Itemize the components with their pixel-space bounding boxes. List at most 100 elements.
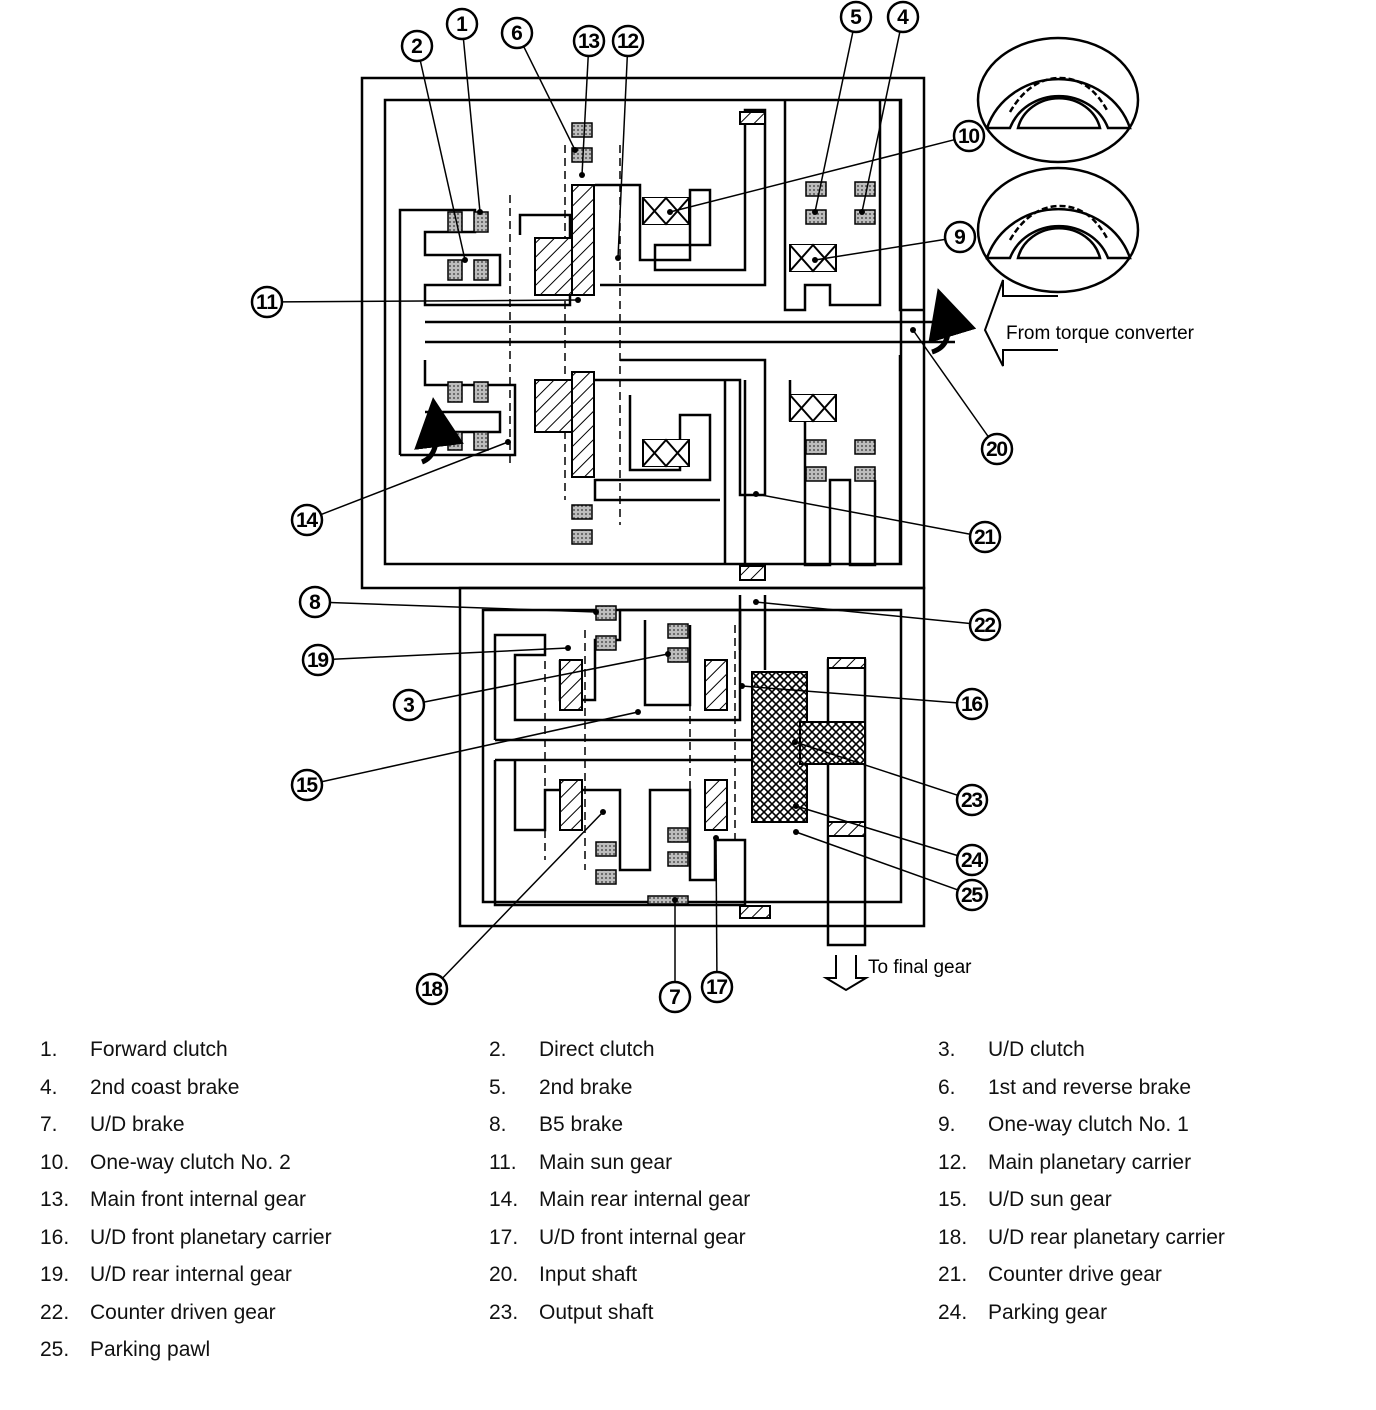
legend-number: 25. xyxy=(40,1338,70,1361)
main-rear-internal-gear xyxy=(571,371,595,478)
callout-circle-4 xyxy=(886,0,920,34)
callout-number-22: 22 xyxy=(974,614,996,637)
callout-circle-16 xyxy=(955,687,989,721)
pack-1-bottom xyxy=(473,431,489,451)
callout-4: 4 xyxy=(886,0,920,34)
callout-3: 3 xyxy=(392,688,426,722)
counter-drive-gear-upper xyxy=(739,111,766,125)
leader-line-15 xyxy=(321,711,639,783)
main-sun-lower xyxy=(534,379,573,433)
pack-3b xyxy=(667,623,689,639)
legend-number: 2. xyxy=(489,1038,507,1061)
legend-label: One-way clutch No. 2 xyxy=(90,1150,291,1174)
leader-dot-21 xyxy=(753,491,759,497)
leader-dot-8 xyxy=(593,609,599,615)
leader-line-24 xyxy=(795,805,958,857)
one-way-clutch-10-upper xyxy=(642,196,690,226)
callout-number-5: 5 xyxy=(850,6,862,29)
callout-number-13: 13 xyxy=(578,30,600,53)
pack-2-bottom xyxy=(447,431,463,451)
leader-dot-25 xyxy=(793,829,799,835)
legend-number: 15. xyxy=(938,1188,968,1211)
pack-4-upper xyxy=(854,181,876,197)
callout-circle-24 xyxy=(955,843,989,877)
leader-dot-12 xyxy=(615,255,621,261)
callout-number-10: 10 xyxy=(958,125,980,148)
callout-circle-23 xyxy=(955,783,989,817)
callout-number-21: 21 xyxy=(974,526,996,549)
legend-label: Output shaft xyxy=(539,1300,654,1324)
callout-16: 16 xyxy=(955,687,989,721)
leader-line-20 xyxy=(912,329,989,438)
callout-22: 22 xyxy=(968,608,1002,642)
friction-packs xyxy=(447,122,876,905)
legend-label: 2nd brake xyxy=(539,1075,633,1099)
callout-20: 20 xyxy=(980,432,1014,466)
leader-dot-14 xyxy=(505,439,511,445)
pack-1-mid xyxy=(473,259,489,281)
callout-circle-7 xyxy=(658,980,692,1014)
callout-5: 5 xyxy=(839,0,873,34)
legend-label: B5 brake xyxy=(539,1113,624,1136)
leader-dot-19 xyxy=(565,645,571,651)
leader-line-25 xyxy=(795,831,959,891)
legend-number: 8. xyxy=(489,1113,507,1136)
pack-5-lower xyxy=(805,439,827,455)
callout-number-3: 3 xyxy=(403,694,415,717)
leader-dot-23 xyxy=(792,739,798,745)
legend-label: 1st and reverse brake xyxy=(988,1075,1192,1099)
legend-label: U/D brake xyxy=(90,1113,185,1136)
callout-number-16: 16 xyxy=(961,693,983,716)
legend-label: One-way clutch No. 1 xyxy=(988,1113,1189,1136)
output-shaft-block xyxy=(751,671,808,823)
from-torque-converter-arrow xyxy=(983,279,1058,367)
pack-1-lower xyxy=(473,381,489,403)
pack-4-mid xyxy=(854,209,876,225)
output-gear-block xyxy=(799,721,866,765)
pack-4-lower xyxy=(854,439,876,455)
legend-label: Parking gear xyxy=(988,1300,1108,1324)
counter-driven-gear-teeth xyxy=(739,565,766,581)
callout-circle-6 xyxy=(500,16,534,50)
leader-dot-15 xyxy=(635,709,641,715)
callout-number-7: 7 xyxy=(669,986,681,1009)
pack-8 xyxy=(595,605,617,621)
counter-drive-shaft xyxy=(723,380,747,565)
callout-number-14: 14 xyxy=(296,509,318,532)
callout-number-11: 11 xyxy=(256,291,278,314)
callout-number-1: 1 xyxy=(456,13,468,36)
leader-dot-20 xyxy=(910,327,916,333)
rotation-arrow-rear xyxy=(414,397,464,465)
callout-6: 6 xyxy=(500,16,534,50)
callout-12: 12 xyxy=(611,24,645,58)
callout-circle-10 xyxy=(952,119,986,153)
leader-line-17 xyxy=(715,837,718,973)
callout-circle-19 xyxy=(301,643,335,677)
callout-number-4: 4 xyxy=(897,6,909,29)
legend-label: Main rear internal gear xyxy=(539,1188,751,1211)
callout-number-15: 15 xyxy=(296,774,318,797)
pack-5-bottom xyxy=(805,466,827,482)
legend-number: 1. xyxy=(40,1038,58,1061)
legend-number: 23. xyxy=(489,1300,519,1324)
legend-number: 21. xyxy=(938,1263,968,1286)
legend-label: 2nd coast brake xyxy=(90,1075,240,1099)
counter-driven-shaft xyxy=(738,595,767,670)
callout-number-18: 18 xyxy=(421,978,443,1001)
leader-line-16 xyxy=(741,685,958,704)
legend-label: Forward clutch xyxy=(90,1038,228,1061)
main-sun-upper xyxy=(534,237,573,296)
callout-7: 7 xyxy=(658,980,692,1014)
pack-3c xyxy=(667,647,689,663)
output-gear-top xyxy=(827,657,866,669)
leader-line-9 xyxy=(814,238,946,261)
leader-dot-5 xyxy=(812,209,818,215)
callout-13: 13 xyxy=(572,24,606,58)
leader-line-14 xyxy=(320,441,509,516)
leader-line-22 xyxy=(755,601,971,625)
leader-line-1 xyxy=(462,38,481,213)
leader-line-3 xyxy=(423,653,669,703)
main-carrier-upper xyxy=(595,108,767,287)
ud-rear-gear-b xyxy=(704,779,728,831)
